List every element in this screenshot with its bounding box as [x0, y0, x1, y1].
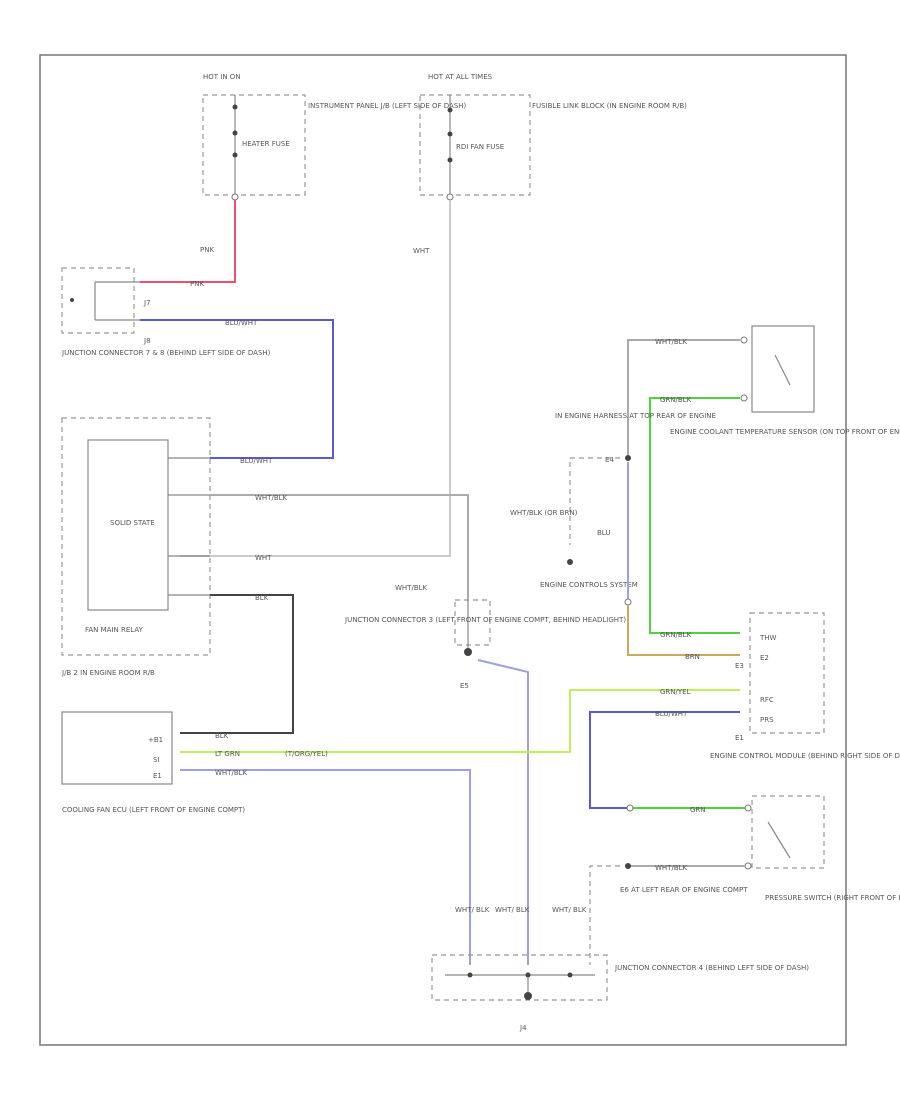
wire-label-blu-wht-prs: BLU/WHT [655, 710, 688, 718]
wire-label-lt-grn: LT GRN [215, 750, 240, 758]
wire-label-wht-relay: WHT [255, 554, 272, 562]
relay-sub-label: J/B 2 IN ENGINE ROOM R/B [61, 669, 155, 677]
wire-label-blk-2: BLK [215, 732, 229, 740]
relay-label: FAN MAIN RELAY [85, 626, 144, 634]
wire-brn [627, 605, 740, 656]
fan-main-relay: SOLID STATE FAN MAIN RELAY J/B 2 IN ENGI… [61, 417, 211, 677]
relay-inner-label: SOLID STATE [110, 519, 155, 527]
wire-label-or-brn: WHT/BLK (OR BRN) [510, 509, 578, 517]
j4-label: J4 [519, 1024, 527, 1032]
junction-connector-3: WHT/BLK JUNCTION CONNECTOR 3 (LEFT FRONT… [344, 584, 626, 690]
ecm-pin-prs: PRS [760, 716, 774, 724]
ecm-pin-thw: THW [759, 634, 777, 642]
rdi-fan-fuse-block: HOT AT ALL TIMES RDI FAN FUSE FUSIBLE LI… [419, 73, 687, 201]
e4-harness: IN ENGINE HARNESS AT TOP REAR OF ENGINE [555, 412, 716, 420]
e6-label: E6 AT LEFT REAR OF ENGINE COMPT [620, 886, 748, 894]
wire-label-wht-blk: WHT/BLK [255, 494, 288, 502]
junction-connector-4: WHT/ BLK WHT/ BLK WHT/ BLK JUNCTION CONN… [431, 906, 809, 1032]
ecu-pin-top: +B1 [148, 736, 163, 744]
wire-label-blu: BLU [597, 529, 610, 537]
wire-wht-blu [180, 769, 471, 965]
heater-fuse-block: HOT IN ON HEATER FUSE INSTRUMENT PANEL J… [202, 73, 467, 201]
wire-blu-wht [140, 319, 334, 459]
coolant-temperature-sensor: ENGINE COOLANT TEMPERATURE SENSOR (ON TO… [670, 325, 900, 436]
ecu-pin-mid: SI [153, 756, 160, 764]
wire-wht-rdi [180, 200, 451, 557]
jc4-wire-1: WHT/ BLK [455, 906, 490, 914]
ecm-pin-rfc: RFC [760, 696, 774, 704]
wire-label-wht-blu: WHT/BLK [215, 769, 248, 777]
rdi-hot-label: HOT AT ALL TIMES [428, 73, 493, 81]
ecm-pin-e1: E1 [735, 734, 744, 742]
wire-pnk [140, 200, 236, 283]
heater-fuse-label: HEATER FUSE [242, 140, 290, 148]
ecm-label: ENGINE CONTROL MODULE (BEHIND RIGHT SIDE… [710, 752, 900, 760]
wire-label-wht: WHT [413, 247, 430, 255]
jc4-label: JUNCTION CONNECTOR 4 (BEHIND LEFT SIDE O… [614, 964, 809, 972]
wire-blk [180, 594, 294, 734]
ecs-label: ENGINE CONTROLS SYSTEM [540, 581, 638, 589]
engine-control-module: THW E2 RFC PRS E3 E1 ENGINE CONTROL MODU… [710, 612, 900, 760]
e5-label: E5 [460, 682, 469, 690]
wire-grn-blk [649, 397, 740, 634]
wire-label-blu-wht: BLU/WHT [225, 319, 258, 327]
switch-label: PRESSURE SWITCH (RIGHT FRONT OF ENGINE C… [765, 894, 900, 902]
wire-blu-wht-prs [589, 711, 740, 809]
heater-location: INSTRUMENT PANEL J/B (LEFT SIDE OF DASH) [308, 102, 467, 110]
wire-label-brn: BRN [685, 653, 700, 661]
j7-label: J7 [143, 299, 151, 307]
ecm-pin-e2: E2 [760, 654, 769, 662]
wire-label-grn-blk: GRN/BLK [660, 396, 692, 404]
heater-hot-label: HOT IN ON [203, 73, 241, 81]
sensor-label: ENGINE COOLANT TEMPERATURE SENSOR (ON TO… [670, 428, 900, 436]
wire-lt-grn [180, 689, 740, 753]
j8-label: J8 [143, 337, 151, 345]
jc3-label: JUNCTION CONNECTOR 3 (LEFT FRONT OF ENGI… [344, 616, 626, 624]
diagram-border [39, 54, 847, 1046]
jc3-wire-label: WHT/BLK [395, 584, 428, 592]
wire-wht-blk-relay [210, 494, 469, 600]
wire-label-torg-yel: (T/ORG/YEL) [285, 750, 328, 758]
wire-sensor-wht-blk [627, 339, 740, 455]
ecm-ground-e3: E3 [735, 662, 744, 670]
ecu-pin-bot: E1 [153, 772, 162, 780]
rdi-location: FUSIBLE LINK BLOCK (IN ENGINE ROOM R/B) [532, 102, 687, 110]
jc4-wire-3: WHT/ BLK [552, 906, 587, 914]
wire-label-grn: GRN [690, 806, 706, 814]
cooling-fan-ecu: +B1 SI E1 COOLING FAN ECU (LEFT FRONT OF… [61, 711, 245, 814]
pressure-switch: PRESSURE SWITCH (RIGHT FRONT OF ENGINE C… [744, 795, 900, 902]
wire-lightblue-jc3 [477, 659, 529, 965]
wire-label-pnk-vertical: PNK [200, 246, 214, 254]
wire-label-sensor-wht-blk: WHT/BLK [655, 338, 688, 346]
junction-connector-7-8: J7 J8 JUNCTION CONNECTOR 7 & 8 (BEHIND L… [61, 267, 271, 357]
rdi-fuse-label: RDI FAN FUSE [456, 143, 504, 151]
ecu-label: COOLING FAN ECU (LEFT FRONT OF ENGINE CO… [62, 806, 245, 814]
wire-label-grn-blk-2: GRN/BLK [660, 631, 692, 639]
wire-label-pnk: PNK [190, 280, 204, 288]
e4-label: E4 [605, 456, 614, 464]
jc78-label: JUNCTION CONNECTOR 7 & 8 (BEHIND LEFT SI… [61, 349, 271, 357]
wire-label-blk: BLK [255, 594, 269, 602]
jc4-wire-2: WHT/ BLK [495, 906, 530, 914]
wire-label-grn-yel: GRN/YEL [660, 688, 691, 696]
wire-label-blu-wht-2: BLU/WHT [240, 457, 273, 465]
wire-label-switch-wht-blk: WHT/BLK [655, 864, 688, 872]
